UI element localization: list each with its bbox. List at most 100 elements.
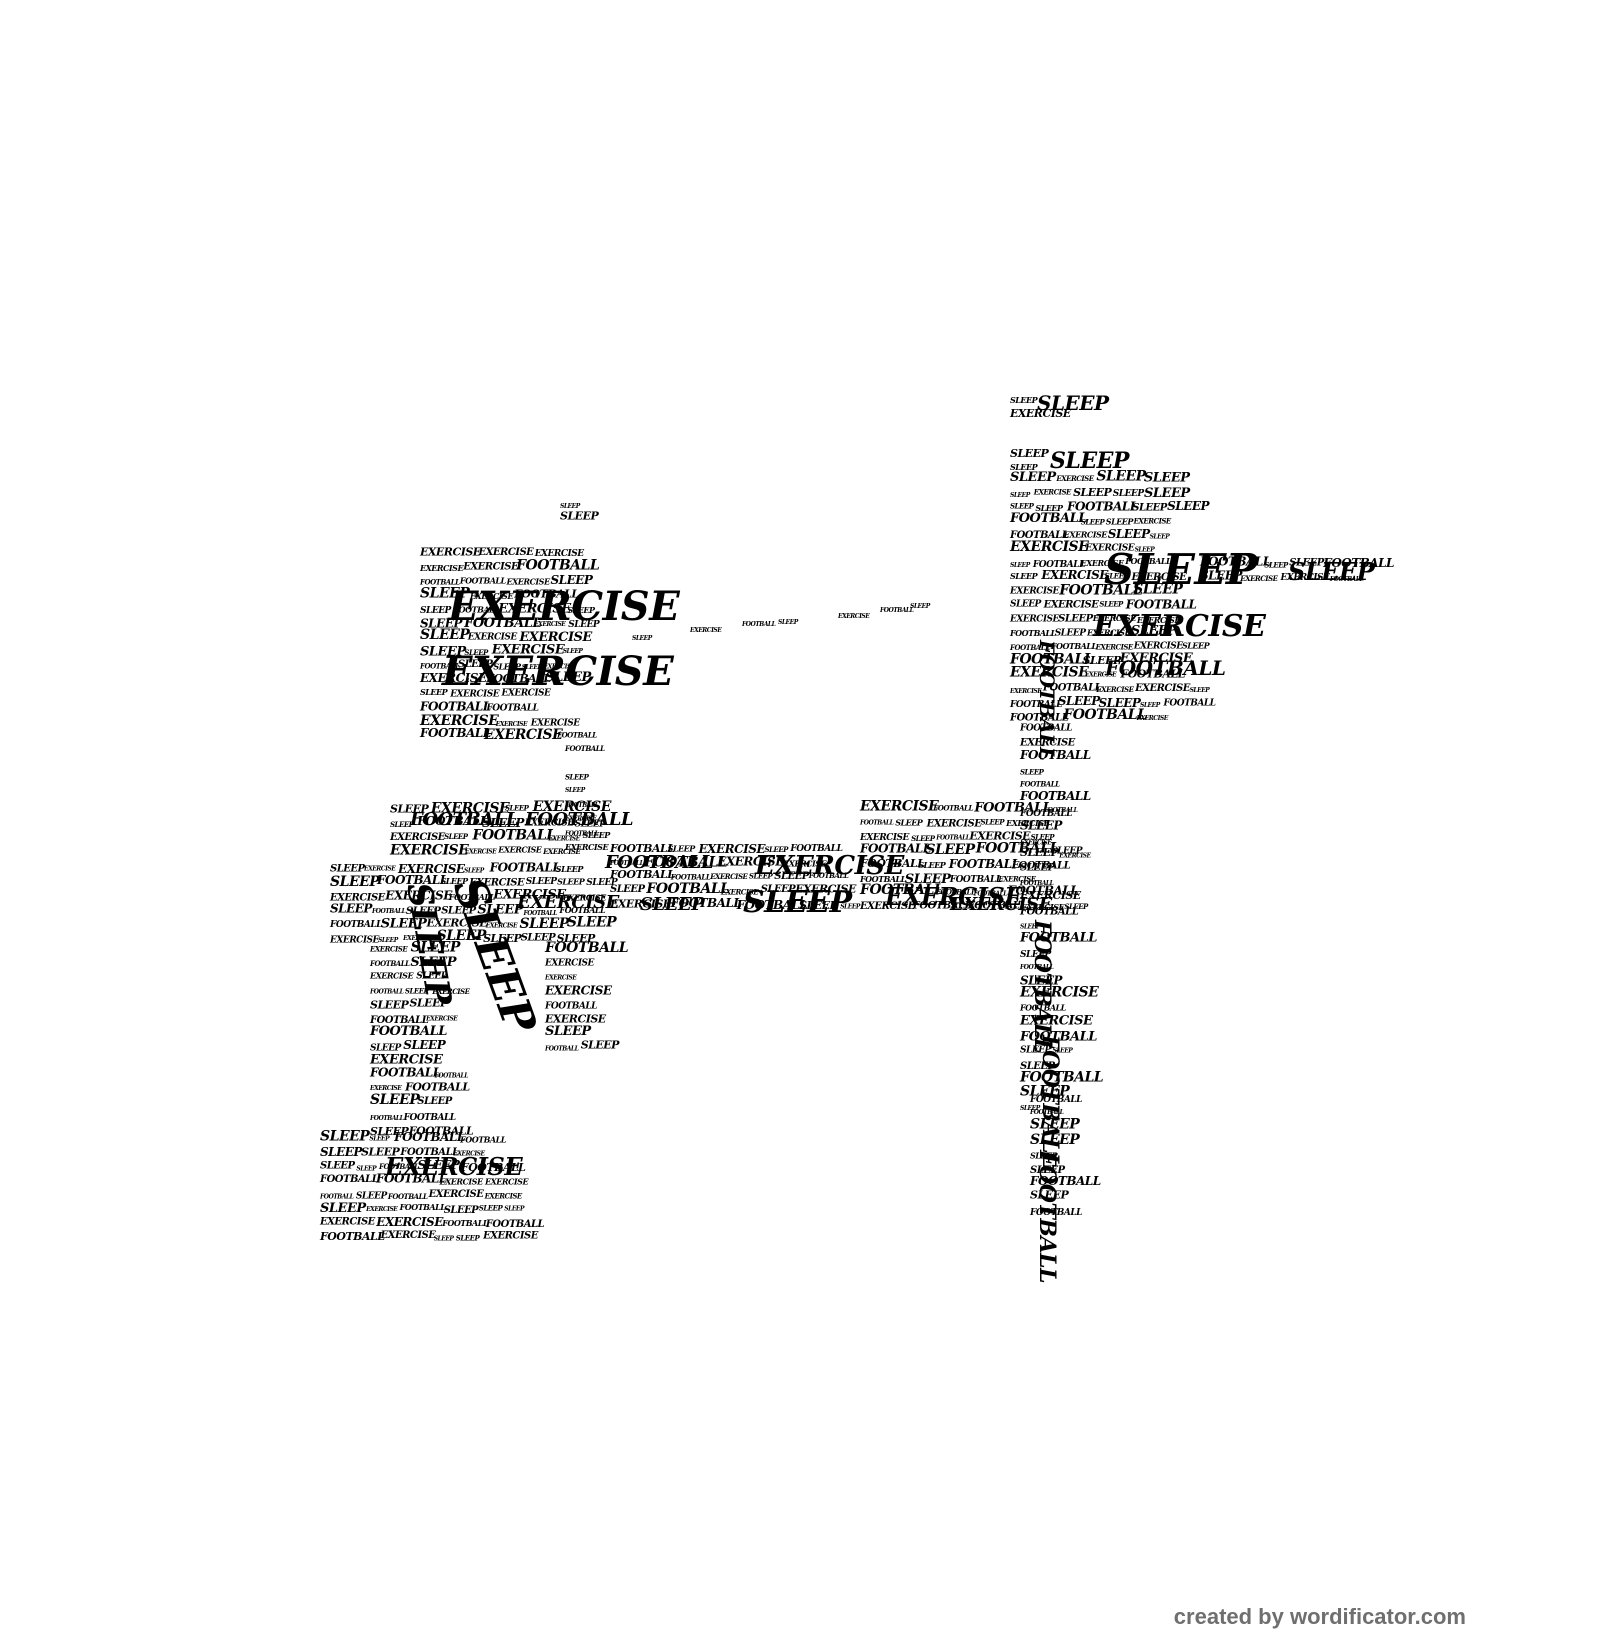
cloud-word: SLEEP (356, 1191, 388, 1201)
cloud-word: FOOTBALL (485, 704, 538, 714)
cloud-word: SLEEP (778, 619, 799, 626)
cloud-word: SLEEP (1140, 702, 1161, 709)
cloud-word: FOOTBALL (1029, 919, 1055, 1053)
cloud-word: SLEEP (1264, 561, 1289, 570)
cloud-word: FOOTBALL (1019, 931, 1097, 946)
cloud-word: FOOTBALL (1019, 748, 1091, 762)
cloud-word: FOOTBALL (319, 1174, 379, 1185)
cloud-word: FOOTBALL (741, 621, 776, 628)
cloud-word: FOOTBALL (973, 800, 1051, 815)
cloud-word: EXERCISE (419, 671, 488, 685)
cloud-word: EXERCISE (462, 562, 519, 573)
cloud-word: SLEEP (1020, 1084, 1070, 1100)
cloud-word: SLEEP (981, 817, 1006, 826)
cloud-word: SLEEP (320, 1161, 355, 1172)
cloud-word: FOOTBALL (485, 1219, 545, 1230)
cloud-word: EXERCISE (447, 583, 680, 630)
cloud-word: SLEEP (895, 817, 924, 827)
cloud-word: EXERCISE (506, 577, 551, 587)
cloud-word: EXERCISE (425, 1015, 458, 1022)
cloud-word: EXERCISE (859, 833, 910, 843)
cloud-word: SLEEP (378, 937, 399, 944)
cloud-word: SLEEP (390, 803, 429, 816)
cloud-word: SLEEP (369, 1136, 390, 1143)
cloud-word: FOOTBALL (564, 744, 605, 753)
cloud-word: SLEEP (1058, 694, 1101, 708)
cloud-word: FOOTBALL (967, 901, 1027, 912)
cloud-word: FOOTBALL (975, 841, 1060, 857)
cloud-word: SLEEP (610, 884, 645, 895)
cloud-word: FOOTBALL (515, 557, 600, 573)
cloud-word: SLEEP (1010, 562, 1031, 569)
cloud-word: EXERCISE (709, 872, 748, 881)
cloud-word: EXERCISE (428, 1189, 485, 1200)
cloud-word: FOOTBALL (935, 887, 976, 896)
cloud-word: EXERCISE (543, 663, 576, 670)
cloud-word: SLEEP (403, 1038, 446, 1052)
cloud-word: SLEEP (520, 916, 570, 932)
cloud-word: FOOTBALL (419, 662, 460, 671)
cloud-word: EXERCISE (402, 935, 435, 942)
cloud-word: EXERCISE (1009, 665, 1089, 681)
cloud-word: FOOTBALL (434, 1072, 469, 1079)
cloud-word: FOOTBALL (369, 1015, 429, 1026)
cloud-word: FOOTBALL (399, 1202, 447, 1212)
cloud-word: FOOTBALL (1066, 500, 1138, 514)
cloud-word: SLEEP (583, 830, 612, 840)
cloud-word: SLEEP (918, 860, 947, 870)
cloud-word: FOOTBALL (948, 857, 1020, 871)
cloud-word: FOOTBALL (319, 1230, 385, 1243)
cloud-word: FOOTBALL (932, 803, 973, 812)
cloud-word: EXERCISE (533, 621, 566, 628)
cloud-word: FOOTBALL (1019, 809, 1072, 819)
cloud-word: SLEEP (1030, 1132, 1080, 1148)
cloud-word: EXERCISE (497, 845, 542, 855)
cloud-word: SLEEP (1133, 582, 1183, 598)
cloud-word: SLEEP (1030, 1189, 1069, 1202)
cloud-word: SLEEP (370, 1092, 420, 1108)
cloud-word: SLEEP (370, 999, 409, 1012)
cloud-word: FOOTBALL (371, 908, 406, 915)
cloud-word: SLEEP (1190, 687, 1211, 694)
cloud-word: EXERCISE (492, 887, 567, 902)
cloud-word: FOOTBALL (489, 861, 561, 875)
cloud-word: EXERCISE (431, 987, 470, 996)
cloud-word: FOOTBALL (369, 1024, 447, 1039)
cloud-word: FOOTBALL (859, 841, 931, 855)
cloud-word: FOOTBALL (319, 1193, 354, 1200)
cloud-word: SLEEP (1131, 623, 1178, 638)
cloud-word: FOOTBALL (1029, 1208, 1082, 1218)
cloud-word: SLEEP (1035, 503, 1064, 513)
cloud-word: SLEEP (557, 932, 596, 945)
cloud-word: FOOTBALL (544, 1045, 579, 1052)
cloud-word: FOOTBALL (416, 814, 488, 828)
cloud-word: FOOTBALL (609, 868, 675, 881)
cloud-word: EXERCISE (997, 875, 1036, 884)
cloud-word: EXERCISE (1092, 609, 1267, 644)
cloud-word: FOOTBALL (859, 820, 894, 827)
cloud-word: SLEEP (911, 834, 936, 843)
cloud-word: FOOTBALL (556, 731, 597, 740)
cloud-word: SLEEP (1020, 950, 1052, 960)
cloud-word: SLEEP (522, 664, 543, 671)
cloud-word: EXERCISE (689, 627, 722, 634)
cloud-word: SLEEP (406, 906, 441, 917)
cloud-word: SLEEP (640, 894, 705, 915)
cloud-word: EXERCISE (369, 944, 408, 953)
cloud-word: SLEEP (479, 1203, 504, 1212)
cloud-word: SLEEP (581, 1038, 620, 1051)
cloud-word: EXERCISE (1019, 738, 1076, 749)
cloud-word: EXERCISE (449, 690, 500, 700)
cloud-word: FOOTBALL (1019, 1070, 1104, 1086)
cloud-word: EXERCISE (1020, 902, 1065, 912)
cloud-word: EXERCISE (1019, 984, 1099, 1000)
cloud-word: FOOTBALL (1037, 1034, 1063, 1168)
cloud-word: EXERCISE (397, 862, 466, 876)
cloud-word: SLEEP (410, 996, 449, 1009)
cloud-word: EXERCISE (1086, 628, 1131, 638)
cloud-word: SLEEP (1182, 640, 1211, 650)
cloud-word: EXERCISE (544, 959, 595, 969)
cloud-word: FOOTBALL (1019, 1029, 1097, 1044)
cloud-word: EXERCISE (926, 818, 983, 829)
cloud-word: SLEEP (330, 901, 373, 915)
